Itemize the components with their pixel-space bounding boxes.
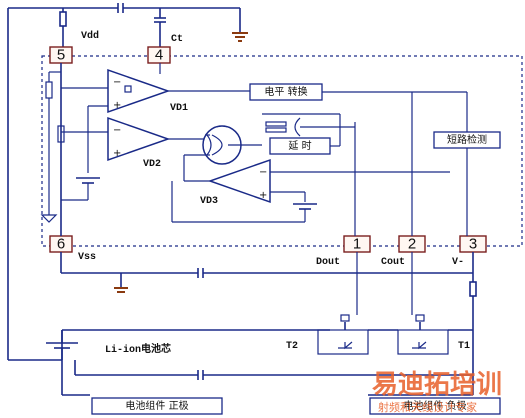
vdd-resistor <box>59 11 67 27</box>
hysteresis-icon <box>124 85 132 93</box>
pack-minus-label: 电池组件 负极 <box>403 399 466 412</box>
t1-label: T1 <box>458 341 470 352</box>
vd3-label: VD3 <box>200 196 218 207</box>
pin-4-box <box>147 46 171 64</box>
watermark-title: 易迪拓培训 <box>372 370 502 400</box>
dout-label: Dout <box>316 257 340 268</box>
pin-2-label: 2 <box>408 236 416 253</box>
reference-battery-icon <box>61 105 108 201</box>
vd3-comparator: − + VD3 <box>171 154 450 223</box>
logic-gate <box>202 125 262 165</box>
t2-label: T2 <box>286 341 298 352</box>
ct-label: Ct <box>171 34 183 45</box>
ground-triangle-icon <box>40 214 58 223</box>
sense-resistor <box>469 281 477 297</box>
ic-boundary <box>41 55 523 247</box>
ground-top-right-icon <box>232 32 248 42</box>
mosfet-t1 <box>397 314 449 355</box>
short-detect-label: 短路检测 <box>447 133 487 146</box>
pin-3-label: 3 <box>469 236 477 253</box>
cout-label: Cout <box>381 257 405 268</box>
svg-text:+: + <box>259 190 267 201</box>
top-rail <box>8 3 248 47</box>
pack-terminals <box>62 360 473 396</box>
vss-label: Vss <box>78 252 96 263</box>
vdd-label: Vdd <box>81 30 99 42</box>
svg-text:+: + <box>113 148 121 159</box>
pin-4-label: 4 <box>155 47 163 64</box>
vminus-label: V- <box>452 257 464 268</box>
svg-text:+: + <box>113 100 121 111</box>
vd2-label: VD2 <box>143 159 161 170</box>
svg-text:−: − <box>113 125 121 136</box>
vd2-comparator: − + VD2 <box>107 116 205 170</box>
divider-resistor-2 <box>57 125 65 143</box>
vd1-comparator: − + VD1 <box>107 63 250 114</box>
level-shift-label: 电平 转换 <box>264 85 307 98</box>
ground-mid-icon <box>114 287 128 293</box>
pin-6-label: 6 <box>57 236 65 253</box>
pin-1-label: 1 <box>353 236 361 253</box>
resistor-divider <box>40 63 108 236</box>
mosfet-t2 <box>317 314 369 355</box>
divider-resistor-1 <box>45 81 53 99</box>
cell-label: Li-ion电池芯 <box>105 342 171 356</box>
pin-5-label: 5 <box>57 47 65 64</box>
svg-text:−: − <box>113 77 121 88</box>
pack-plus-label: 电池组件 正极 <box>125 399 188 412</box>
watermark-subtitle: 射频和天线设计专家 <box>378 400 477 414</box>
delay-section <box>265 117 356 236</box>
lower-rails <box>60 252 477 330</box>
delay-label: 延 时 <box>288 140 311 152</box>
pack-plus-box <box>91 397 223 415</box>
li-ion-cell-icon <box>46 329 330 395</box>
vd1-label: VD1 <box>170 103 188 114</box>
svg-text:−: − <box>259 167 267 178</box>
pack-minus-box <box>369 397 501 415</box>
